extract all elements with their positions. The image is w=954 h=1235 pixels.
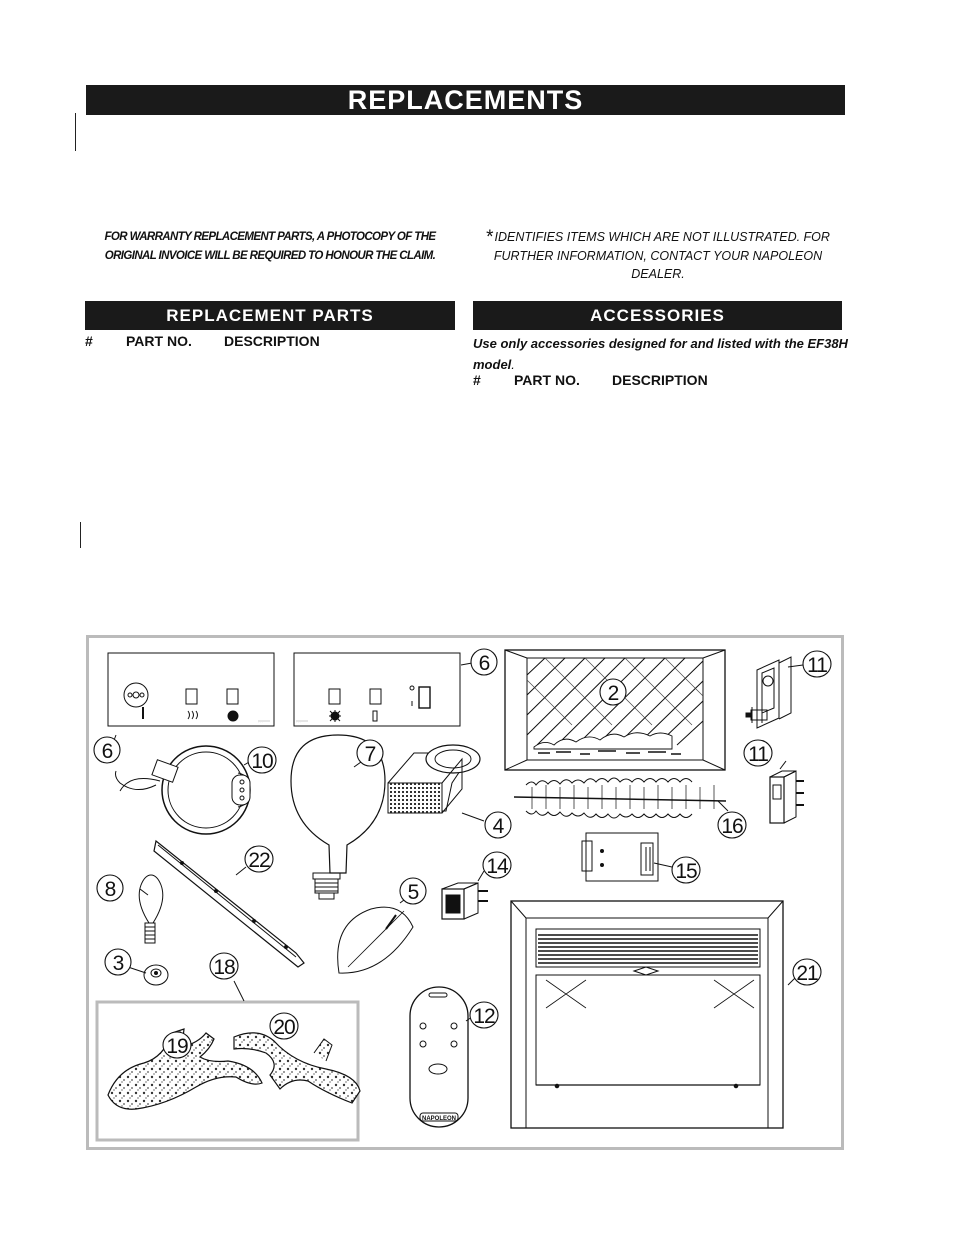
- svg-text:22: 22: [248, 849, 270, 872]
- svg-text:2: 2: [608, 682, 619, 705]
- callout-7: 6: [470, 648, 498, 676]
- log-set-frame: [95, 1000, 360, 1142]
- svg-text:6: 6: [479, 652, 490, 675]
- part-12-switch: [769, 770, 804, 824]
- not-illustrated-note: *IDENTIFIES ITEMS WHICH ARE NOT ILLUSTRA…: [473, 228, 843, 283]
- svg-text:3: 3: [113, 952, 124, 975]
- callout-15: 15: [671, 856, 701, 884]
- svg-text:20: 20: [273, 1016, 295, 1039]
- column-part-no: PART NO.: [126, 333, 192, 349]
- page-title: REPLACEMENTS: [86, 85, 845, 115]
- control-panel-6: [107, 652, 275, 727]
- callout-16: 16: [717, 811, 747, 839]
- callout-2: 2: [599, 678, 627, 706]
- svg-text:5: 5: [408, 881, 419, 904]
- part-5-lens: [337, 906, 414, 974]
- part-14-remote: [409, 986, 469, 1128]
- part-10-ring: [115, 745, 251, 835]
- callout-20: 20: [269, 1012, 299, 1040]
- svg-text:4: 4: [493, 815, 505, 838]
- part-21-fireplace: [510, 900, 784, 1129]
- part-11-bracket: [745, 656, 792, 729]
- callout-19: 19: [162, 1031, 192, 1059]
- callout-12: 11: [743, 739, 773, 767]
- callout-3: 3: [104, 948, 132, 976]
- column-description: DESCRIPTION: [224, 333, 320, 349]
- accessories-note-period: .: [511, 357, 515, 372]
- callout-13: 14: [482, 851, 512, 879]
- svg-text:14: 14: [486, 855, 509, 878]
- svg-text:7: 7: [365, 743, 376, 766]
- callout-5: 5: [399, 877, 427, 905]
- column-number: #: [85, 333, 93, 349]
- accessories-note-text: Use only accessories designed for and li…: [473, 336, 848, 372]
- svg-text:6: 6: [102, 740, 113, 763]
- svg-text:19: 19: [166, 1035, 188, 1058]
- callouts: 6 2 11 11 6 10 7 4 16 14 15 22 8 5 3 18 …: [93, 648, 832, 1059]
- panel-6-fine-print: · · ·: [258, 720, 263, 724]
- replacement-parts-heading: REPLACEMENT PARTS: [85, 301, 455, 330]
- svg-text:10: 10: [251, 750, 273, 773]
- column-part-no: PART NO.: [514, 372, 580, 388]
- callout-6: 6: [93, 736, 121, 764]
- part-16-ember-strip: [513, 777, 727, 819]
- callout-10: 10: [247, 746, 277, 774]
- remote-brand-label: NAPOLEON: [422, 1116, 456, 1122]
- callout-11: 11: [802, 650, 832, 678]
- part-22-rod: [153, 839, 305, 968]
- svg-text:8: 8: [105, 878, 116, 901]
- panel-7-fine-print: · · ·: [296, 720, 301, 724]
- part-4-blower: [387, 744, 481, 814]
- accessories-heading: ACCESSORIES: [473, 301, 842, 330]
- svg-text:18: 18: [213, 956, 235, 979]
- part-9-small-bulb: [138, 874, 164, 944]
- svg-text:12: 12: [473, 1005, 495, 1028]
- accessories-note: Use only accessories designed for and li…: [473, 333, 853, 375]
- callout-18: 18: [209, 952, 239, 980]
- svg-text:15: 15: [675, 860, 697, 883]
- callout-8: 7: [356, 739, 384, 767]
- callout-21: 21: [792, 958, 822, 986]
- part-19-20-logs: [107, 1028, 361, 1110]
- warranty-note: FOR WARRANTY REPLACEMENT PARTS, A PHOTOC…: [104, 231, 437, 262]
- column-number: #: [473, 372, 481, 388]
- part-13-switch: [441, 882, 488, 920]
- column-description: DESCRIPTION: [612, 372, 708, 388]
- svg-text:16: 16: [721, 815, 743, 838]
- part-8-bulb: [290, 734, 386, 900]
- not-illustrated-text: IDENTIFIES ITEMS WHICH ARE NOT ILLUSTRAT…: [493, 230, 830, 281]
- svg-text:21: 21: [796, 962, 818, 985]
- svg-text:11: 11: [748, 743, 768, 766]
- svg-text:11: 11: [807, 654, 827, 677]
- firebox-panel-2: [504, 649, 726, 771]
- control-panel-7: [293, 652, 461, 727]
- parts-diagram: · · · · · · NAPOLEON 6 2 11 11 6 10 7 4 …: [86, 635, 844, 1150]
- callout-14: 12: [469, 1001, 499, 1029]
- callout-22: 22: [244, 845, 274, 873]
- asterisk: *: [486, 227, 494, 248]
- callout-4: 4: [484, 811, 512, 839]
- part-3-knob: [143, 964, 169, 986]
- callout-9: 8: [96, 874, 124, 902]
- revision-bar-middle: [80, 522, 81, 548]
- revision-bar-top: [75, 113, 76, 151]
- part-15-bracket: [581, 832, 659, 882]
